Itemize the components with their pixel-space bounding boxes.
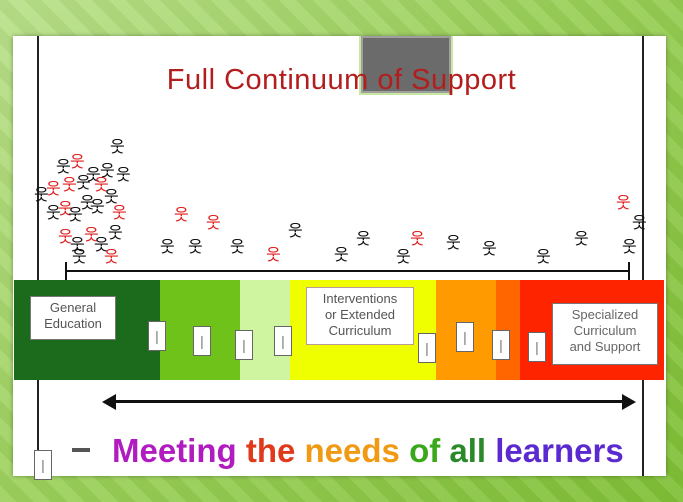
marker-box: | [528,332,546,362]
person-icon: 웃 [230,239,245,256]
person-icon: 웃 [288,223,303,240]
person-icon: 웃 [108,225,123,242]
person-icon: 웃 [86,167,101,184]
person-icon: 웃 [266,247,281,264]
footer-word: learners [495,432,624,469]
person-icon: 웃 [482,241,497,258]
marker-box: | [492,330,510,360]
label-general-education: General Education [30,296,116,340]
arrow-left-icon [102,394,116,410]
person-icon: 웃 [46,205,61,222]
person-icon: 웃 [76,175,91,192]
person-icon: 웃 [446,235,461,252]
footer-word: all [449,432,487,469]
continuum-start-tick [65,262,67,280]
label-interventions: Interventions or Extended Curriculum [306,287,414,345]
footer-tagline: Meeting the needs of all learners [112,432,624,470]
person-icon: 웃 [84,227,99,244]
marker-box: | [235,330,253,360]
person-icon: 웃 [174,207,189,224]
continuum-line [66,270,630,272]
slide-header-tab [359,36,453,95]
marker-box: | [148,321,166,351]
person-icon: 웃 [58,229,73,246]
person-icon: 웃 [410,231,425,248]
legend-dash [72,448,90,452]
footer-word: Meeting [112,432,237,469]
person-icon: 웃 [94,177,109,194]
person-icon: 웃 [116,167,131,184]
person-icon: 웃 [62,177,77,194]
person-icon: 웃 [574,231,589,248]
person-icon: 웃 [334,247,349,264]
continuum-end-tick [628,262,630,280]
slide-title: Full Continuum of Support [166,64,517,96]
person-icon: 웃 [112,205,127,222]
person-icon: 웃 [70,237,85,254]
marker-box: | [418,333,436,363]
person-icon: 웃 [536,249,551,266]
person-icon: 웃 [356,231,371,248]
arrow-right-icon [622,394,636,410]
footer-word: the [245,432,296,469]
person-icon: 웃 [56,159,71,176]
marker-box: | [274,326,292,356]
marker-box: | [456,322,474,352]
footer-word: needs [304,432,400,469]
footer-word: of [409,432,441,469]
person-icon: 웃 [70,154,85,171]
person-icon: 웃 [94,237,109,254]
double-arrow-line [114,400,624,403]
legend-marker-box: | [34,450,52,480]
person-icon: 웃 [206,215,221,232]
person-icon: 웃 [100,163,115,180]
person-icon: 웃 [396,249,411,266]
person-icon: 웃 [160,239,175,256]
person-icon: 웃 [46,181,61,198]
person-icon: 웃 [622,239,637,256]
person-icon: 웃 [72,249,87,266]
person-icon: 웃 [90,199,105,216]
person-icon: 웃 [58,201,73,218]
label-specialized-curriculum: Specialized Curriculum and Support [552,303,658,365]
marker-box: | [193,326,211,356]
person-icon: 웃 [104,189,119,206]
person-icon: 웃 [68,207,83,224]
person-icon: 웃 [34,187,49,204]
person-icon: 웃 [188,239,203,256]
person-icon: 웃 [104,249,119,266]
person-icon: 웃 [110,139,125,156]
person-icon: 웃 [616,195,631,212]
person-icon: 웃 [632,215,647,232]
person-icon: 웃 [80,195,95,212]
